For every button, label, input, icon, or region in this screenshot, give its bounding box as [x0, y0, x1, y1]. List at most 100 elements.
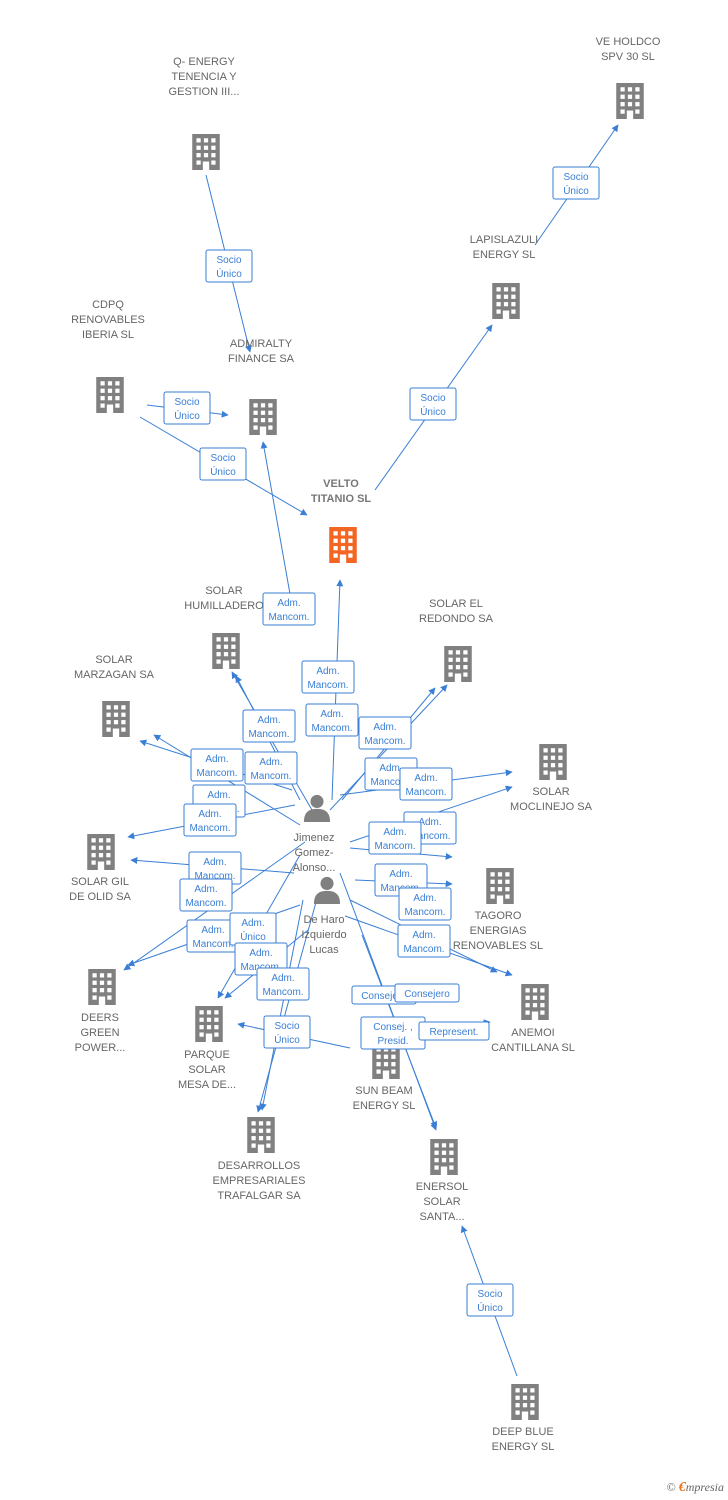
relation-label-box — [199, 447, 247, 481]
relation-label-text: Adm.Mancom. — [268, 598, 309, 623]
relation-label-26[interactable]: Adm.Mancom. — [256, 967, 310, 1001]
relation-label-box — [394, 983, 460, 1003]
relation-label-line: Socio — [420, 393, 445, 404]
node-label-line: VE HOLDCO — [596, 36, 661, 48]
relation-label-line: Socio — [210, 453, 235, 464]
relation-label-31[interactable]: Represent. — [418, 1021, 490, 1041]
relation-label-21[interactable]: Adm.Mancom. — [398, 887, 452, 921]
relation-label-line: Mancom. — [370, 777, 411, 788]
building-icon — [430, 1139, 458, 1175]
node-label-line: De Haro — [304, 914, 345, 926]
relation-label-text: Consej. , Presid. — [373, 1022, 412, 1047]
node-label-line: SOLAR — [423, 1196, 460, 1208]
relation-label-line: Adm. — [194, 884, 217, 895]
relation-label-6[interactable]: Adm.Mancom. — [301, 660, 355, 694]
relation-label-20[interactable]: Adm.Mancom. — [179, 878, 233, 912]
relation-label-24[interactable]: Adm.Mancom. — [397, 924, 451, 958]
relation-label-box — [242, 709, 296, 743]
relation-label-11[interactable]: Adm.Mancom. — [244, 751, 298, 785]
relation-label-text: Adm.Mancom. — [262, 973, 303, 998]
node-label-line: SOLAR — [188, 1064, 225, 1076]
relation-label-line: Adm. — [257, 715, 280, 726]
relation-label-line: Presid. — [377, 1036, 408, 1047]
relation-label-text: Adm.Mancom. — [370, 763, 411, 788]
relation-label-22[interactable]: Adm. Mancom. — [186, 919, 240, 953]
node-label-line: REDONDO SA — [419, 613, 494, 625]
relation-label-line: Consejero — [361, 991, 407, 1002]
relation-label-line: Socio — [563, 172, 588, 183]
relation-label-box — [466, 1283, 514, 1317]
relation-label-23[interactable]: Adm.Único — [229, 912, 277, 946]
relation-label-box — [399, 767, 453, 801]
brand-watermark: © €mpresia — [667, 1480, 724, 1496]
node-label-line: Gomez- — [294, 847, 333, 859]
relation-label-line: Mancom. — [192, 939, 233, 950]
node-label-line: LAPISLAZULI — [470, 234, 538, 246]
relation-label-line: Mancom. — [189, 823, 230, 834]
relation-label-line: Adm. — [259, 757, 282, 768]
relation-label-box — [552, 166, 600, 200]
relation-label-17[interactable]: Adm.Mancom. — [368, 821, 422, 855]
relation-label-30[interactable]: Consej. , Presid. — [360, 1016, 426, 1050]
relation-label-7[interactable]: Adm.Mancom. — [242, 709, 296, 743]
node-label-line: MOCLINEJO SA — [510, 801, 593, 813]
relation-label-15[interactable]: Adm.Mancom. — [183, 803, 237, 837]
relation-label-text: Adm.Mancom. — [405, 773, 446, 798]
relation-label-28[interactable]: Consejero — [394, 983, 460, 1003]
node-label-line: PARQUE — [184, 1049, 230, 1061]
relation-label-line: Mancom. — [404, 907, 445, 918]
node-label-line: SOLAR — [205, 585, 242, 597]
relation-label-5[interactable]: Adm.Mancom. — [262, 592, 316, 626]
relation-label-9[interactable]: Adm.Mancom. — [358, 716, 412, 750]
node-label-line: SOLAR EL — [429, 598, 483, 610]
node-label-line: ENERGY SL — [492, 1441, 555, 1453]
node-redondo[interactable]: SOLAR EL REDONDO SA — [419, 598, 494, 682]
relation-label-line: Adm. — [201, 925, 224, 936]
node-label-line: DE OLID SA — [69, 891, 131, 903]
node-deepblue[interactable]: DEEP BLUE ENERGY SL — [492, 1384, 555, 1453]
relation-label-8[interactable]: Adm.Mancom. — [305, 703, 359, 737]
relation-label-13[interactable]: Adm.Mancom. — [399, 767, 453, 801]
node-label-line: MARZAGAN SA — [74, 669, 155, 681]
relation-label-line: Consej. , — [373, 1022, 412, 1033]
relation-label-10[interactable]: Adm.Mancom. — [190, 748, 244, 782]
node-label: DEEP BLUE ENERGY SL — [492, 1426, 555, 1453]
node-label-line: VELTO — [323, 478, 359, 490]
node-label-line: DEEP BLUE — [492, 1426, 554, 1438]
relation-label-line: Adm. — [277, 598, 300, 609]
